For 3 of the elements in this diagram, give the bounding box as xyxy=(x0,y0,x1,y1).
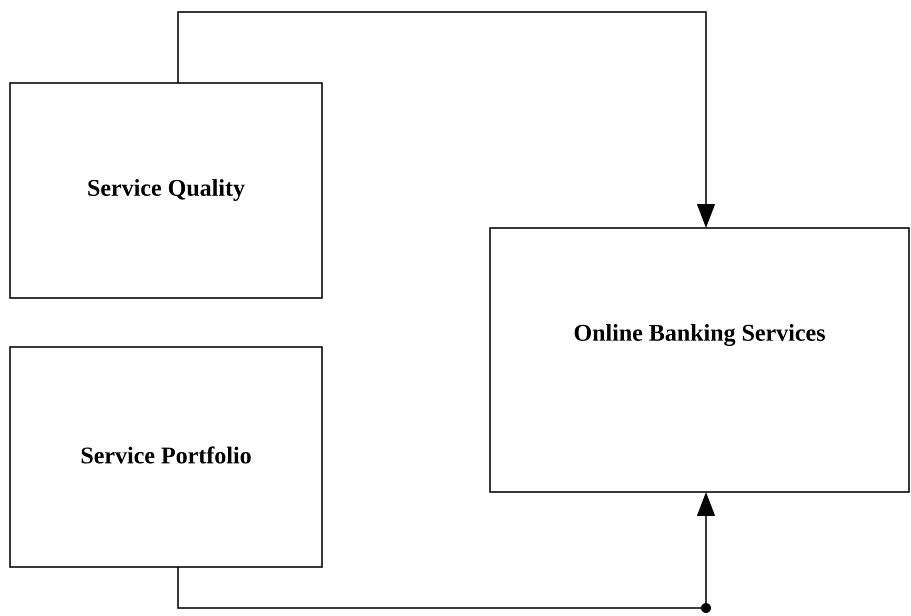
box: Online Banking Services xyxy=(489,227,910,493)
box: Service Quality xyxy=(9,82,323,299)
box: Service Portfolio xyxy=(9,346,323,568)
